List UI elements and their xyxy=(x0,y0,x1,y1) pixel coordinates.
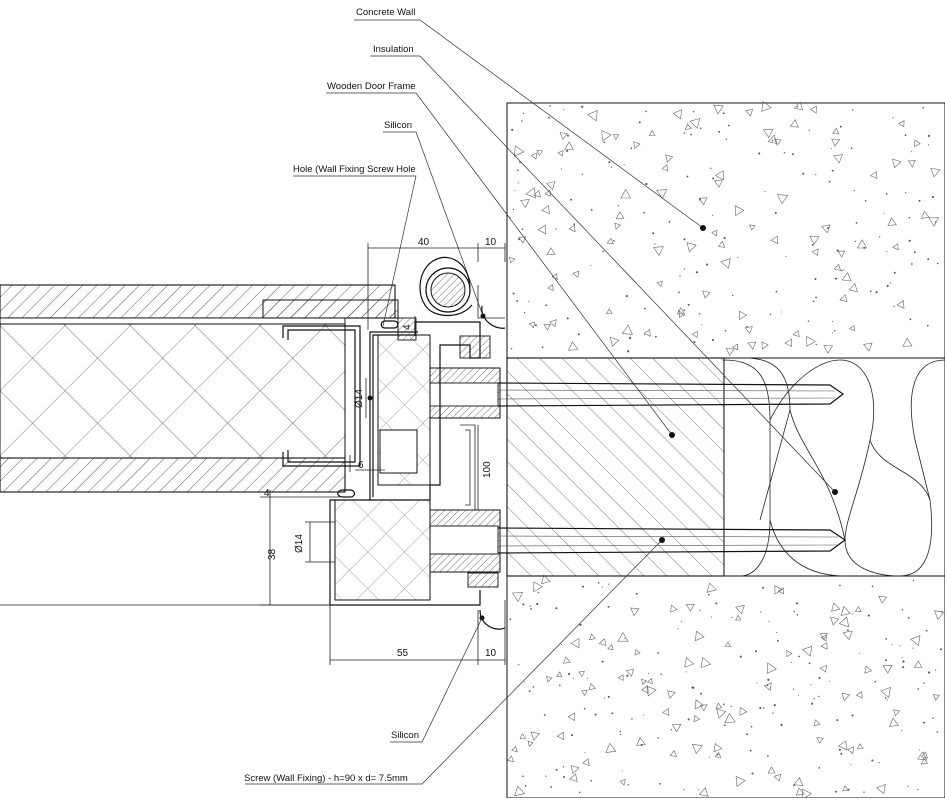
dim-dia-14-top: Ø14 xyxy=(354,389,365,408)
dim-38: 38 xyxy=(267,548,278,560)
dimension-values: 40 10 4 Ø14 6 100 4 38 Ø14 55 10 xyxy=(264,237,497,659)
label-concrete-wall: Concrete Wall xyxy=(356,7,415,18)
dim-40: 40 xyxy=(418,237,430,248)
label-wooden-door-frame: Wooden Door Frame xyxy=(327,81,416,92)
label-insulation: Insulation xyxy=(373,44,414,55)
wall-fixing-screw-top xyxy=(429,367,845,419)
callout-labels: Concrete Wall Insulation Wooden Door Fra… xyxy=(244,7,419,784)
label-silicon-bottom: Silicon xyxy=(391,730,419,741)
dim-10-bottom: 10 xyxy=(485,648,497,659)
label-hole: Hole (Wall Fixing Screw Hole xyxy=(293,164,416,175)
insulation xyxy=(723,357,945,577)
silicon-bead-bottom xyxy=(479,609,506,630)
dim-100: 100 xyxy=(482,461,493,478)
leader-lines xyxy=(245,19,838,785)
dim-10-top: 10 xyxy=(485,237,497,248)
door-leaf xyxy=(0,284,399,493)
dim-6: 6 xyxy=(358,460,364,471)
label-silicon-top: Silicon xyxy=(384,120,412,131)
dimension-lines xyxy=(0,243,506,665)
gasket-roll xyxy=(419,256,505,319)
concrete-speckle xyxy=(506,100,945,800)
wall-fixing-screw-bottom xyxy=(429,509,847,573)
label-screw: Screw (Wall Fixing) - h=90 x d= 7.5mm xyxy=(244,773,408,784)
wooden-door-frame xyxy=(506,357,725,577)
dim-55: 55 xyxy=(397,648,409,659)
dim-dia-14-bottom: Ø14 xyxy=(294,534,305,553)
dim-4-small: 4 xyxy=(402,324,413,330)
steel-frame-profile xyxy=(329,317,499,606)
dim-4-left: 4 xyxy=(264,488,270,499)
silicon-bead-top xyxy=(480,305,506,329)
concrete-wall xyxy=(506,100,945,800)
